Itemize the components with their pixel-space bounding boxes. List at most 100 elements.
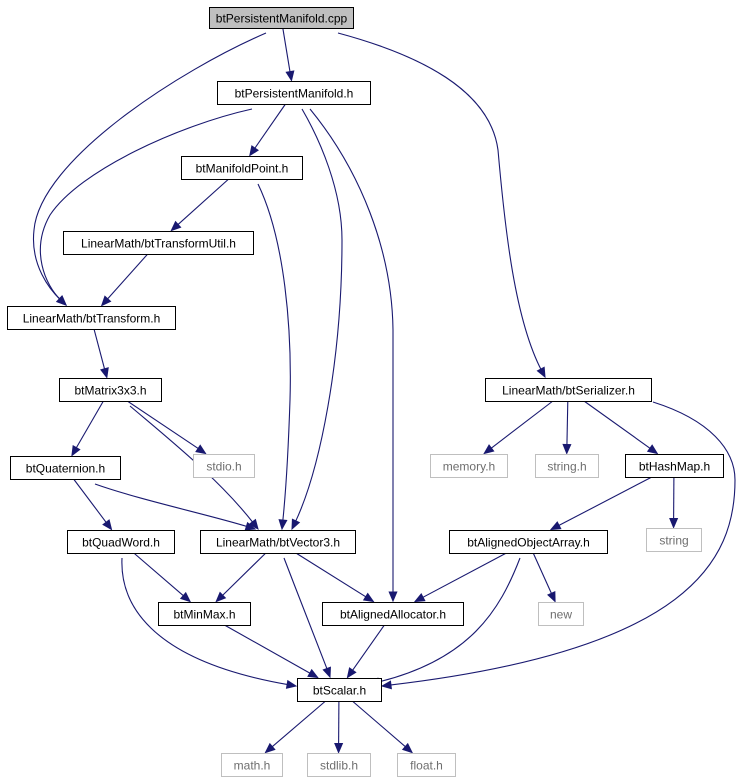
edge-line (294, 108, 343, 523)
edge-quadword-to-scalar (121, 557, 298, 689)
edge-line (121, 557, 290, 686)
node-box (430, 454, 508, 478)
node-label: string (659, 534, 688, 548)
node-label: btAlignedAllocator.h (340, 608, 446, 622)
edge-serializer-to-hashmap (583, 400, 659, 455)
arrowhead-icon (334, 742, 344, 754)
node-serializer[interactable]: LinearMath/btSerializer.h (485, 378, 652, 402)
edge-line (73, 478, 108, 525)
node-label: btScalar.h (313, 684, 366, 698)
node-box (158, 602, 251, 626)
node-label: stdio.h (206, 460, 241, 474)
edge-line (351, 700, 408, 749)
edge-scalar-to-math (264, 700, 326, 754)
arrowhead-icon (388, 591, 398, 603)
edge-line (566, 400, 569, 447)
edge-transform-to-matrix3x3 (93, 328, 109, 379)
edge-line (583, 400, 652, 450)
node-transformutil[interactable]: LinearMath/btTransformUtil.h (63, 231, 254, 255)
edge-line (32, 32, 267, 301)
node-label: float.h (410, 759, 443, 773)
node-transform[interactable]: LinearMath/btTransform.h (7, 306, 176, 330)
node-box (535, 454, 599, 478)
arrowhead-icon (55, 295, 67, 306)
node-label: LinearMath/btVector3.h (216, 536, 340, 550)
node-manifoldpoint[interactable]: btManifoldPoint.h (181, 156, 303, 180)
edge-line (557, 476, 653, 527)
arrowhead-icon (291, 518, 301, 531)
node-box (307, 753, 371, 777)
node-quaternion[interactable]: btQuaternion.h (10, 456, 121, 480)
edge-alignedarray-to-alignedalloc (413, 552, 507, 603)
edge-serializer-to-scalar (380, 401, 736, 690)
edge-serializer-to-string_h (562, 400, 572, 455)
arrowhead-icon (307, 668, 319, 679)
edge-line (105, 253, 149, 301)
node-root[interactable]: btPersistentManifold.cpp (209, 7, 354, 29)
edge-manifold_h-to-alignedalloc (309, 108, 398, 603)
node-label: btMinMax.h (173, 608, 235, 622)
node-box (67, 530, 175, 554)
edge-line (309, 108, 394, 594)
node-box (322, 602, 464, 626)
node-label: btMatrix3x3.h (74, 384, 146, 398)
node-box (209, 7, 354, 29)
arrowhead-icon (244, 521, 257, 531)
edge-scalar-to-stdlib (334, 700, 344, 754)
node-matrix3x3[interactable]: btMatrix3x3.h (59, 378, 162, 402)
edge-hashmap-to-alignedarray (549, 476, 653, 531)
node-label: btQuaternion.h (26, 462, 105, 476)
node-scalar[interactable]: btScalar.h (297, 678, 382, 702)
arrowhead-icon (285, 70, 295, 82)
edge-serializer-to-memory (483, 400, 554, 455)
arrowhead-icon (195, 444, 207, 455)
edge-line (39, 108, 253, 301)
arrowhead-icon (102, 519, 113, 531)
arrowhead-icon (536, 366, 546, 379)
node-label: memory.h (443, 460, 495, 474)
edge-line (283, 557, 329, 671)
edge-line (532, 552, 553, 596)
edge-alignedarray-to-new (532, 552, 556, 603)
arrowhead-icon (100, 295, 112, 307)
node-alignedalloc[interactable]: btAlignedAllocator.h (322, 602, 464, 626)
edge-manifold_h-to-transform (39, 108, 253, 306)
arrowhead-icon (562, 443, 572, 455)
node-hashmap[interactable]: btHashMap.h (625, 454, 724, 478)
node-label: new (550, 608, 572, 622)
node-manifold_h[interactable]: btPersistentManifold.h (217, 81, 371, 105)
edge-line (126, 400, 201, 451)
node-stdlib: stdlib.h (307, 753, 371, 777)
node-box (193, 454, 255, 478)
edge-vector3-to-scalar (283, 557, 331, 679)
node-label: btHashMap.h (639, 460, 710, 474)
edge-line (133, 552, 186, 598)
edge-layer (32, 27, 736, 754)
arrowhead-icon (549, 521, 562, 531)
node-stdio: stdio.h (193, 454, 255, 478)
node-box (485, 378, 652, 402)
edge-line (337, 32, 543, 372)
edge-line (74, 400, 104, 450)
node-box (449, 530, 608, 554)
arrowhead-icon (380, 680, 392, 690)
edge-line (295, 552, 368, 599)
arrowhead-icon (362, 592, 375, 603)
node-math: math.h (221, 753, 283, 777)
edge-line (421, 552, 507, 599)
node-label: btQuadWord.h (82, 536, 160, 550)
node-box (63, 231, 254, 255)
arrowhead-icon (248, 518, 259, 531)
node-quadword[interactable]: btQuadWord.h (67, 530, 175, 554)
arrowhead-icon (285, 679, 298, 689)
arrowhead-icon (413, 593, 426, 603)
node-memory: memory.h (430, 454, 508, 478)
edge-line (388, 401, 736, 686)
node-minmax[interactable]: btMinMax.h (158, 602, 251, 626)
arrowhead-icon (170, 220, 182, 232)
node-alignedarray[interactable]: btAlignedObjectArray.h (449, 530, 608, 554)
node-vector3[interactable]: LinearMath/btVector3.h (200, 530, 356, 554)
node-label: LinearMath/btTransform.h (23, 312, 161, 326)
edge-line (220, 552, 267, 597)
node-box (221, 753, 283, 777)
